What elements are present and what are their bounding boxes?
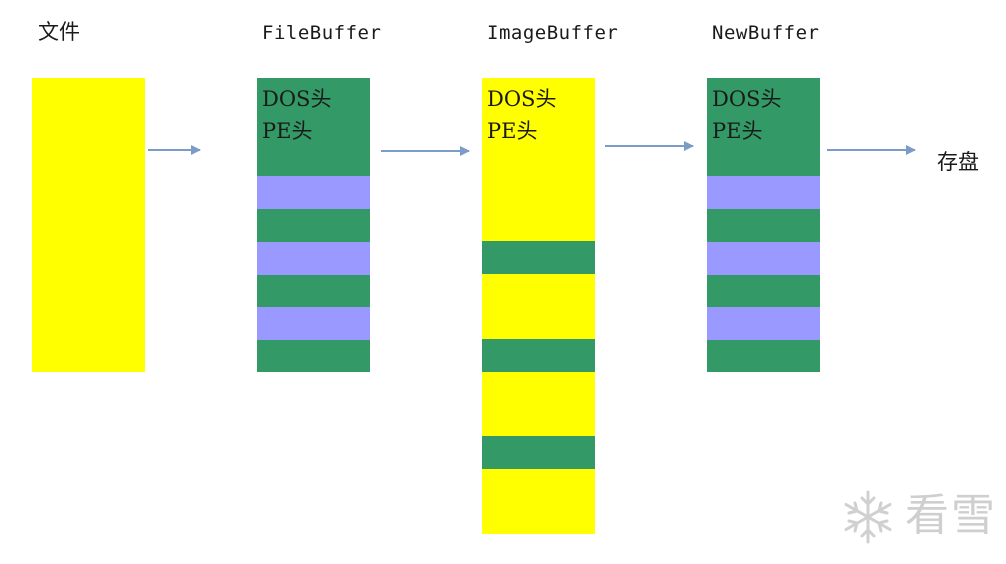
newbuffer-gap [707, 176, 820, 209]
newbuffer-section [707, 340, 820, 372]
filebuffer-section [257, 340, 370, 372]
imagebuffer-title: ImageBuffer [487, 22, 619, 44]
filebuffer-dos-header: DOS头 [262, 87, 332, 111]
imagebuffer-section [482, 241, 595, 274]
newbuffer-section [707, 209, 820, 242]
filebuffer-gap [257, 307, 370, 340]
imagebuffer-header-block [482, 78, 595, 241]
filebuffer-section [257, 275, 370, 307]
snowflake-icon [844, 490, 892, 544]
filebuffer-gap [257, 176, 370, 209]
newbuffer-pe-header: PE头 [712, 119, 763, 143]
imagebuffer-alignment-padding [482, 274, 595, 339]
imagebuffer-dos-header: DOS头 [487, 87, 557, 111]
filebuffer-section [257, 209, 370, 242]
imagebuffer-alignment-padding [482, 372, 595, 436]
newbuffer-dos-header: DOS头 [712, 87, 782, 111]
filebuffer-gap [257, 242, 370, 275]
newbuffer-section [707, 275, 820, 307]
filebuffer-header-block [257, 78, 370, 176]
imagebuffer-section [482, 339, 595, 372]
filebuffer-title: FileBuffer [262, 22, 382, 44]
imagebuffer-pe-header: PE头 [487, 119, 538, 143]
watermark [844, 490, 892, 544]
newbuffer-gap [707, 242, 820, 275]
newbuffer-gap [707, 307, 820, 340]
filebuffer-pe-header: PE头 [262, 119, 313, 143]
newbuffer-header-block [707, 78, 820, 176]
file-block [32, 78, 145, 372]
imagebuffer-section [482, 436, 595, 469]
watermark-text: 看雪 [905, 490, 997, 541]
newbuffer-title: NewBuffer [712, 22, 820, 44]
save-label: 存盘 [937, 150, 979, 174]
file-title: 文件 [38, 20, 80, 44]
imagebuffer-alignment-padding [482, 469, 595, 534]
